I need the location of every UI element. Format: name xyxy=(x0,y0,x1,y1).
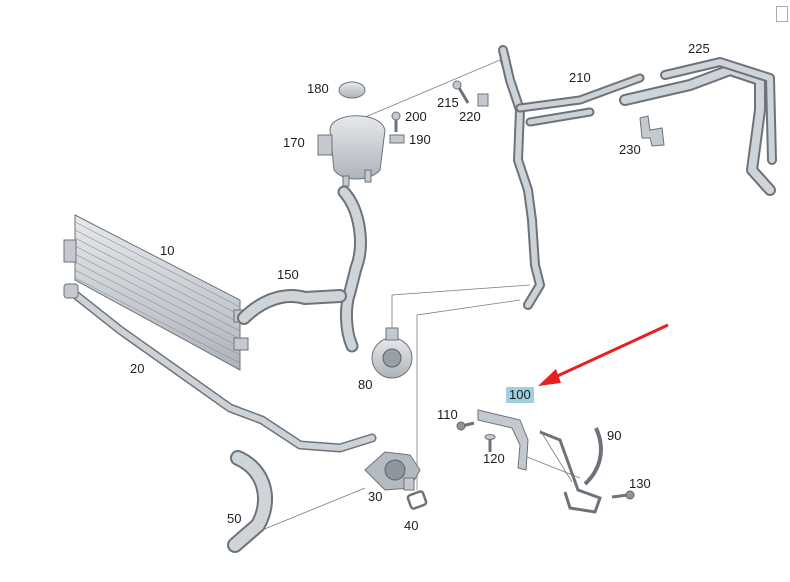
label-part-40[interactable]: 40 xyxy=(404,518,419,533)
label-part-200[interactable]: 200 xyxy=(405,109,427,124)
page-corner-icon xyxy=(776,6,788,22)
stud-part-120[interactable] xyxy=(484,434,496,453)
clip-part-220[interactable] xyxy=(477,93,489,107)
gasket-part-40[interactable] xyxy=(406,490,428,510)
label-part-210[interactable]: 210 xyxy=(569,70,591,85)
label-part-180[interactable]: 180 xyxy=(307,81,329,96)
label-part-190[interactable]: 190 xyxy=(409,132,431,147)
hose-part-225[interactable] xyxy=(619,57,777,196)
label-part-120[interactable]: 120 xyxy=(483,451,505,466)
bracket-part-90[interactable] xyxy=(583,427,603,486)
bolt-part-130[interactable] xyxy=(611,490,635,500)
label-part-130[interactable]: 130 xyxy=(629,476,651,491)
label-part-150[interactable]: 150 xyxy=(277,267,299,282)
label-part-170[interactable]: 170 xyxy=(283,135,305,150)
label-part-215[interactable]: 215 xyxy=(437,95,459,110)
label-part-30[interactable]: 30 xyxy=(368,489,383,504)
label-part-230[interactable]: 230 xyxy=(619,142,641,157)
clip-part-190[interactable] xyxy=(389,134,405,144)
highlight-arrow xyxy=(538,323,669,386)
label-part-225[interactable]: 225 xyxy=(688,41,710,56)
pipe-part-210[interactable] xyxy=(498,45,645,310)
expansion-tank-part-170[interactable] xyxy=(317,115,386,187)
label-part-110[interactable]: 110 xyxy=(437,407,458,422)
pump-part-30[interactable] xyxy=(364,451,421,491)
label-part-100[interactable]: 100 xyxy=(506,387,534,403)
label-part-10[interactable]: 10 xyxy=(160,243,175,258)
hose-part-150[interactable] xyxy=(237,185,367,353)
bolt-part-215[interactable] xyxy=(452,80,470,104)
radiator-part-10[interactable] xyxy=(63,214,249,371)
bracket-part-100b[interactable] xyxy=(539,430,602,514)
pump-part-80[interactable] xyxy=(371,327,413,379)
label-part-90[interactable]: 90 xyxy=(607,428,622,443)
label-part-80[interactable]: 80 xyxy=(358,377,373,392)
label-part-20[interactable]: 20 xyxy=(130,361,145,376)
bolt-part-200[interactable] xyxy=(391,111,401,132)
hose-part-50[interactable] xyxy=(227,450,273,553)
label-part-220[interactable]: 220 xyxy=(459,109,481,124)
label-part-50[interactable]: 50 xyxy=(227,511,242,526)
cap-part-180[interactable] xyxy=(338,81,366,99)
bolt-part-110[interactable] xyxy=(456,421,475,431)
bracket-part-230[interactable] xyxy=(639,115,665,147)
bracket-part-100[interactable] xyxy=(477,409,529,471)
pipe-part-20[interactable] xyxy=(63,283,377,453)
